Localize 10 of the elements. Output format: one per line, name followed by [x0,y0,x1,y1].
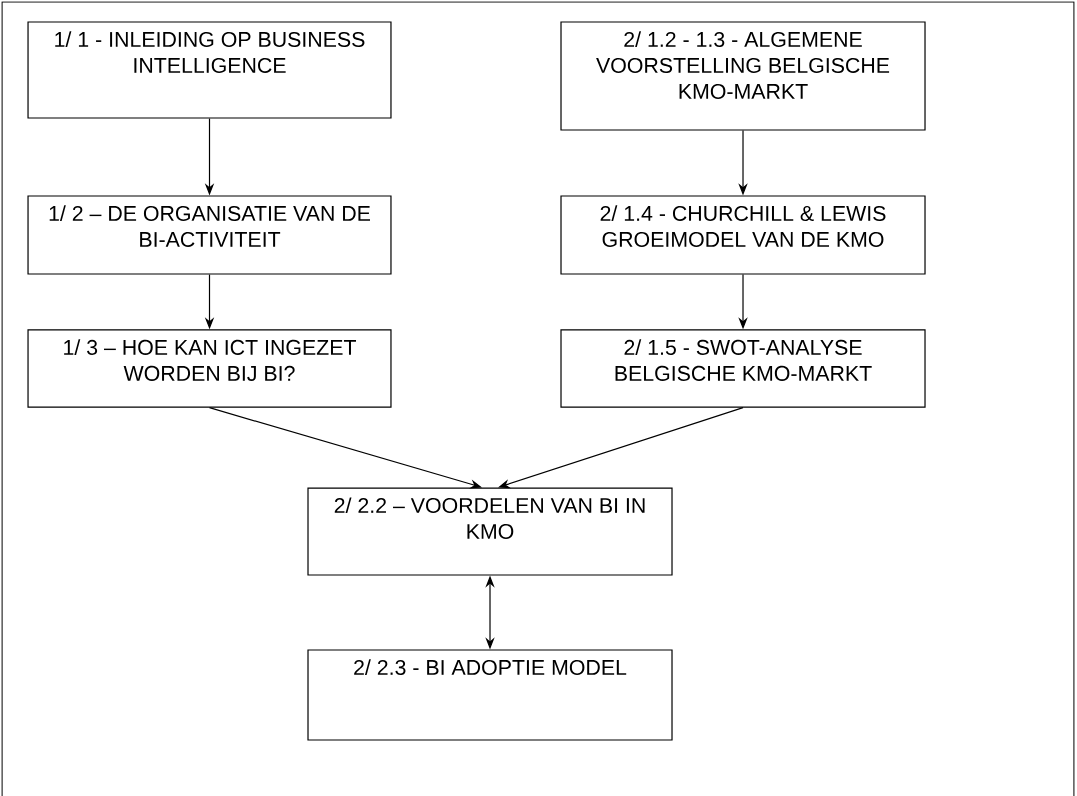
chapter-box: 1/ 1 - INLEIDING OP BUSINESS INTELLIGENCE [27,21,392,119]
chapter-box: 1/ 2 – DE ORGANISATIE VAN DE BI-ACTIVITEIT [27,195,392,275]
chapter-box: 2/ 2.3 - BI ADOPTIE MODEL [307,649,673,741]
chapter-box: 2/ 2.2 – VOORDELEN VAN BI IN KMO [307,487,673,576]
chapter-box: 2/ 1.2 - 1.3 - ALGEMENE VOORSTELLING BELGISCHE KMO-MARKT [560,21,926,131]
arrow [498,407,744,489]
arrow [208,407,482,489]
chapter-box: 1/ 3 – HOE KAN ICT INGEZET WORDEN BIJ BI? [27,329,392,408]
chapter-box: 2/ 1.4 - CHURCHILL & LEWIS GROEIMODEL VAN DE KMO [560,195,926,275]
chapter-box: 2/ 1.5 - SWOT-ANALYSE BELGISCHE KMO-MARKT [560,329,926,408]
